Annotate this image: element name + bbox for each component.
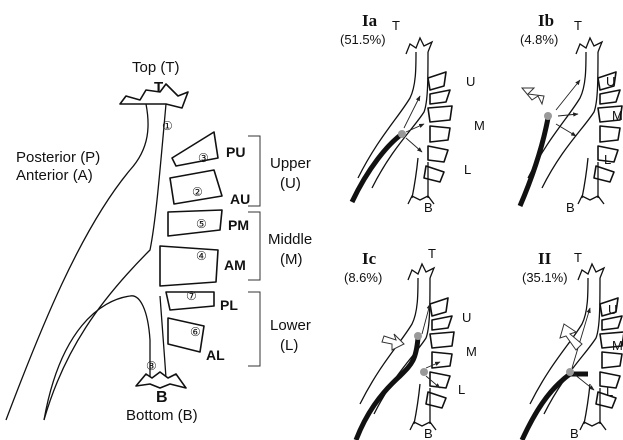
panel-ia-t: T — [392, 18, 400, 33]
panel-ii: II (35.1%) T U M L B — [522, 249, 623, 440]
panel-ic-m: M — [466, 344, 477, 359]
panel-ib-u: U — [606, 74, 615, 89]
number-5: ⑤ — [196, 217, 207, 231]
panel-ib: Ib (4.8%) T U M L B — [520, 11, 623, 215]
panel-ia-percent: (51.5%) — [340, 32, 386, 47]
panel-ib-title: Ib — [538, 11, 554, 30]
panel-ii-u: U — [608, 302, 617, 317]
lobe-pm — [168, 210, 222, 236]
top-letter: T — [154, 79, 163, 96]
anterior-label: Anterior (A) — [16, 167, 93, 184]
panel-ii-l: L — [606, 384, 613, 399]
bottom-label: Bottom (B) — [126, 407, 198, 424]
bottom-branch — [136, 372, 186, 388]
panel-ib-percent: (4.8%) — [520, 32, 558, 47]
panel-ic-b: B — [424, 426, 433, 440]
panel-ia-b: B — [424, 200, 433, 215]
segment-pm: PM — [228, 217, 249, 233]
bracket-middle — [248, 212, 260, 280]
panel-ia-l: L — [464, 162, 471, 177]
number-8: ⑧ — [146, 359, 157, 373]
panel-ib-m: M — [612, 108, 623, 123]
panel-ia: Ia (51.5%) T U M L B — [340, 11, 485, 215]
lobe-am — [160, 246, 218, 286]
lower-branch-right — [160, 296, 166, 378]
bracket-lower — [248, 292, 260, 366]
panel-ib-l: L — [604, 152, 611, 167]
panel-ii-b: B — [570, 426, 579, 440]
group-middle-abbr: (M) — [280, 251, 303, 268]
panel-ib-b: B — [566, 200, 575, 215]
panel-ia-u: U — [466, 74, 475, 89]
main-anatomy: ① ② ③ ④ ⑤ ⑥ ⑦ ⑧ Top (T) T Posterior (P) … — [6, 59, 312, 424]
number-4: ④ — [196, 249, 207, 263]
group-upper: Upper — [270, 155, 311, 172]
panel-ia-title: Ia — [362, 11, 378, 30]
panel-ic-percent: (8.6%) — [344, 270, 382, 285]
panel-ic: Ic (8.6%) T U M L B — [344, 246, 477, 440]
panel-ic-u: U — [462, 310, 471, 325]
panel-ib-t: T — [574, 18, 582, 33]
panel-ia-m: M — [474, 118, 485, 133]
panel-ic-title: Ic — [362, 249, 377, 268]
panel-ic-t: T — [428, 246, 436, 261]
segment-am: AM — [224, 257, 246, 273]
number-2: ② — [192, 185, 203, 199]
top-label: Top (T) — [132, 59, 180, 76]
number-1: ① — [162, 119, 173, 133]
number-6: ⑥ — [190, 325, 201, 339]
lobe-pu — [172, 132, 218, 166]
segment-al: AL — [206, 347, 225, 363]
segment-au: AU — [230, 191, 250, 207]
panel-ii-percent: (35.1%) — [522, 270, 568, 285]
segment-pu: PU — [226, 144, 245, 160]
bottom-letter: B — [156, 389, 168, 406]
number-3: ③ — [198, 151, 209, 165]
group-middle: Middle — [268, 231, 312, 248]
panel-ii-m: M — [612, 338, 623, 353]
segment-pl: PL — [220, 297, 238, 313]
lower-branch-left — [44, 296, 150, 420]
group-upper-abbr: (U) — [280, 175, 301, 192]
group-lower: Lower — [270, 317, 311, 334]
number-7: ⑦ — [186, 289, 197, 303]
posterior-label: Posterior (P) — [16, 149, 100, 166]
panel-ic-l: L — [458, 382, 465, 397]
panel-ii-title: II — [538, 249, 552, 268]
group-lower-abbr: (L) — [280, 337, 298, 354]
panel-ii-t: T — [574, 250, 582, 265]
